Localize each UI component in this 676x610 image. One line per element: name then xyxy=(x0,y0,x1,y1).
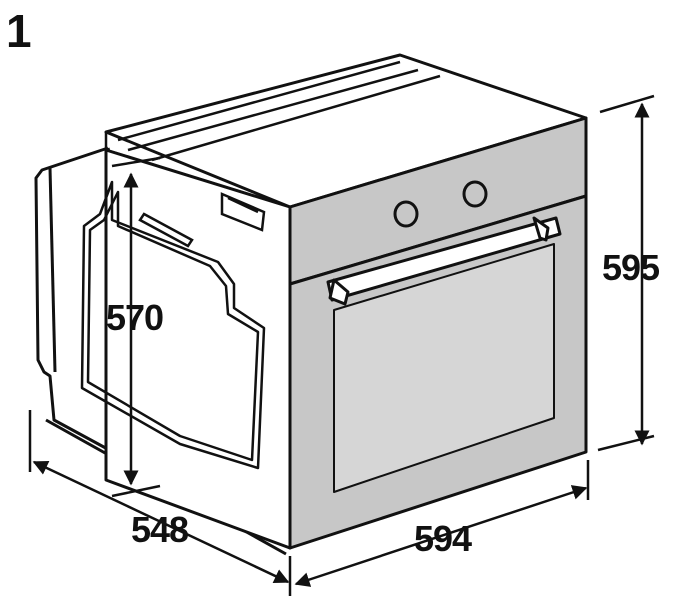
door-handle xyxy=(326,216,562,306)
dim-line-594 xyxy=(288,460,590,596)
knobs xyxy=(393,180,488,228)
dim-line-548 xyxy=(28,410,290,584)
dimension-label-548: 548 xyxy=(131,509,189,550)
muffle-outline xyxy=(80,180,266,470)
dim-line-595 xyxy=(597,94,655,452)
door-window xyxy=(333,243,555,493)
dimension-label-594: 594 xyxy=(414,518,472,559)
dimension-label-570: 570 xyxy=(106,297,164,338)
side-details xyxy=(138,192,266,248)
dimension-label-595: 595 xyxy=(602,247,660,288)
figure-number: 1 xyxy=(6,5,32,57)
